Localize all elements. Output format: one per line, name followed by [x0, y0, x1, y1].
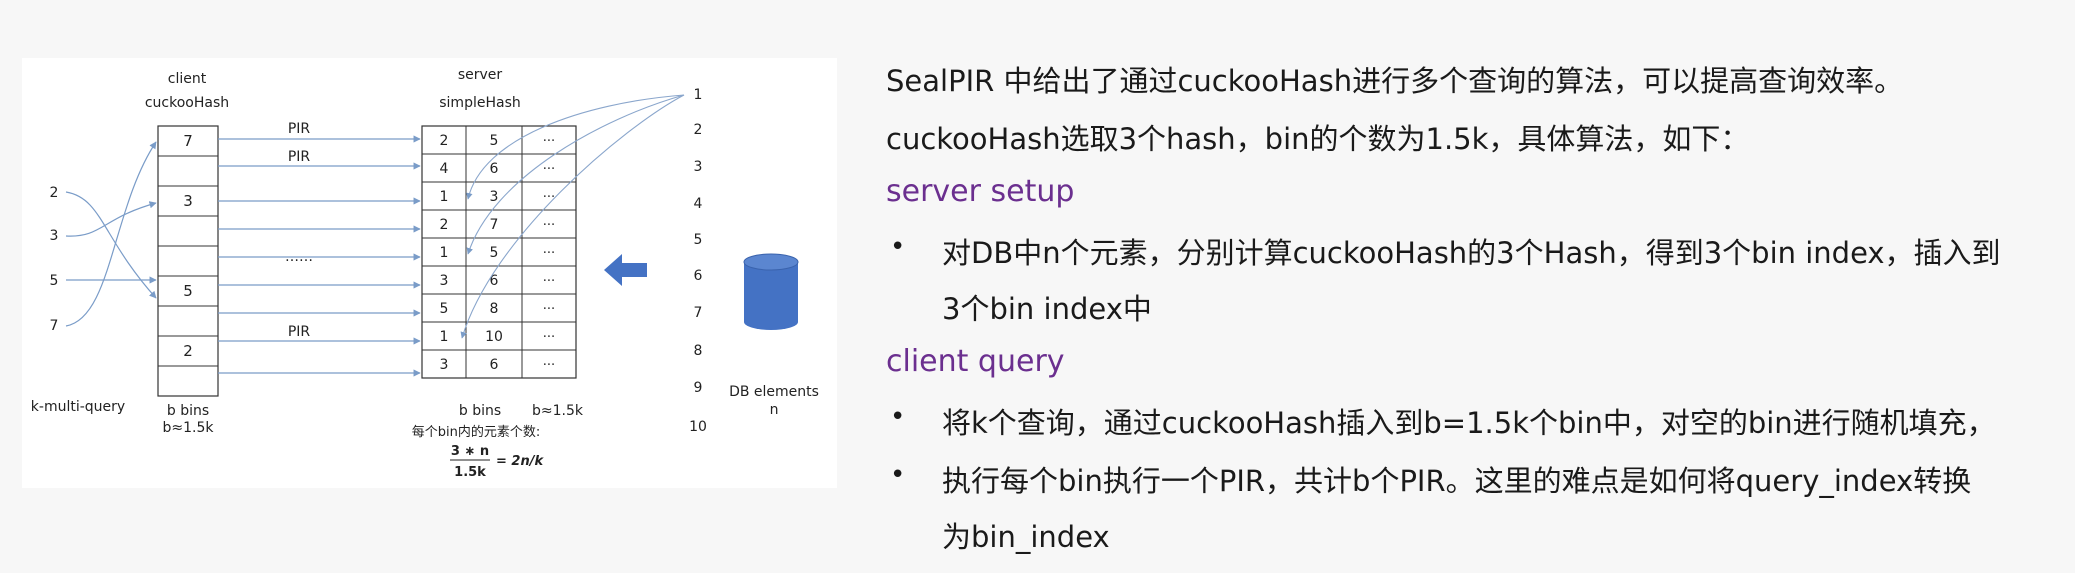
client-foot-b: b≈1.5k — [163, 420, 215, 436]
diagram-svg: client cuckooHash server simpleHash 2 3 … — [31, 67, 819, 480]
client-cell: 7 — [183, 132, 193, 150]
server-title: server — [458, 67, 503, 83]
db-number: 7 — [694, 305, 703, 321]
query-item: 2 — [50, 185, 59, 201]
formula-numerator: 3 ∗ n — [451, 444, 489, 459]
query-item: 3 — [50, 228, 59, 244]
server-foot-count: 每个bin内的元素个数: — [412, 424, 540, 440]
server-cell: 2 — [440, 217, 449, 233]
bullet-server-setup-line2: 3个bin index中 — [942, 292, 1152, 326]
server-cell: 5 — [440, 301, 449, 317]
bullet-server-setup-line1: 对DB中n个元素，分别计算cuckooHash的3个Hash，得到3个bin i… — [942, 236, 2001, 270]
server-cell: 5 — [490, 245, 499, 261]
server-cell: ··· — [543, 134, 555, 149]
bullet-client-query-line: 将k个查询，通过cuckooHash插入到b=1.5k个bin中，对空的bin进… — [942, 406, 1996, 440]
db-number: 2 — [694, 122, 703, 138]
server-cell: ··· — [543, 302, 555, 317]
server-cell: 4 — [440, 161, 449, 177]
server-cell: 2 — [440, 133, 449, 149]
query-item: 7 — [50, 318, 59, 334]
database-icon — [743, 253, 799, 330]
formula-rhs: = 2n/k — [496, 454, 544, 469]
server-table: 2 5 ··· 4 6 ··· 1 3 ··· 2 7 ··· 1 5 ··· … — [421, 125, 577, 379]
server-cell: 5 — [490, 133, 499, 149]
server-cell: 1 — [440, 245, 449, 261]
server-cell: ··· — [543, 330, 555, 345]
bullet-icon: • — [890, 460, 906, 490]
pir-label: PIR — [288, 324, 311, 340]
server-cell: 3 — [440, 273, 449, 289]
query-arrow — [65, 191, 157, 299]
db-insert-curve — [460, 94, 685, 339]
db-insert-curve — [466, 94, 685, 255]
server-foot-b: b≈1.5k — [532, 403, 584, 419]
query-item: 5 — [50, 273, 59, 289]
cuckoo-hash-diagram: client cuckooHash server simpleHash 2 3 … — [22, 58, 837, 488]
server-cell: 3 — [490, 189, 499, 205]
bullet-icon: • — [890, 402, 906, 432]
server-cell: ··· — [543, 358, 555, 373]
client-title: client — [168, 71, 207, 87]
server-cell: ··· — [543, 246, 555, 261]
server-cell: 1 — [440, 189, 449, 205]
db-insert-curve — [466, 94, 685, 200]
client-cell: 3 — [183, 192, 193, 210]
pir-label: PIR — [288, 149, 311, 165]
db-n-label: n — [770, 402, 779, 418]
db-number: 1 — [694, 87, 703, 103]
client-subtitle: cuckooHash — [145, 95, 229, 111]
heading-server-setup: server setup — [886, 174, 1075, 209]
db-elements-label: DB elements — [729, 384, 819, 400]
query-arrow — [65, 141, 157, 327]
client-table: 7 3 5 2 — [157, 125, 219, 397]
client-cell: 2 — [183, 342, 193, 360]
server-cell: ··· — [543, 190, 555, 205]
server-cell: 6 — [490, 273, 499, 289]
server-cell: 1 — [440, 329, 449, 345]
ellipsis: …… — [285, 249, 313, 265]
bullet-pir-line2: 为bin_index — [942, 520, 1110, 554]
server-cell: ··· — [543, 218, 555, 233]
left-arrow-icon — [604, 254, 647, 286]
server-foot-bins: b bins — [459, 403, 501, 419]
heading-client-query: client query — [886, 344, 1065, 379]
client-foot-bins: b bins — [167, 403, 209, 419]
server-cell: 7 — [490, 217, 499, 233]
db-number: 5 — [694, 232, 703, 248]
server-subtitle: simpleHash — [439, 95, 520, 111]
server-cell: 6 — [490, 161, 499, 177]
bullet-icon: • — [890, 232, 906, 262]
server-cell: 10 — [485, 329, 503, 345]
bullet-pir-line1: 执行每个bin执行一个PIR，共计b个PIR。这里的难点是如何将query_in… — [942, 464, 1972, 498]
server-cell: ··· — [543, 162, 555, 177]
formula-denominator: 1.5k — [454, 465, 486, 480]
db-number: 6 — [694, 268, 703, 284]
query-arrow — [65, 201, 157, 237]
hash-line: cuckooHash选取3个hash，bin的个数为1.5k，具体算法，如下： — [886, 122, 1750, 156]
pir-label: PIR — [288, 121, 311, 137]
server-cell: 3 — [440, 357, 449, 373]
db-number: 4 — [694, 196, 703, 212]
db-number: 8 — [694, 343, 703, 359]
db-number: 10 — [689, 419, 707, 435]
db-number: 3 — [694, 159, 703, 175]
intro-line: SealPIR 中给出了通过cuckooHash进行多个查询的算法，可以提高查询… — [886, 64, 1904, 98]
server-cell: ··· — [543, 274, 555, 289]
client-cell: 5 — [183, 282, 193, 300]
db-number: 9 — [694, 380, 703, 396]
k-multi-query-label: k-multi-query — [31, 399, 125, 415]
server-cell: 8 — [490, 301, 499, 317]
server-cell: 6 — [490, 357, 499, 373]
